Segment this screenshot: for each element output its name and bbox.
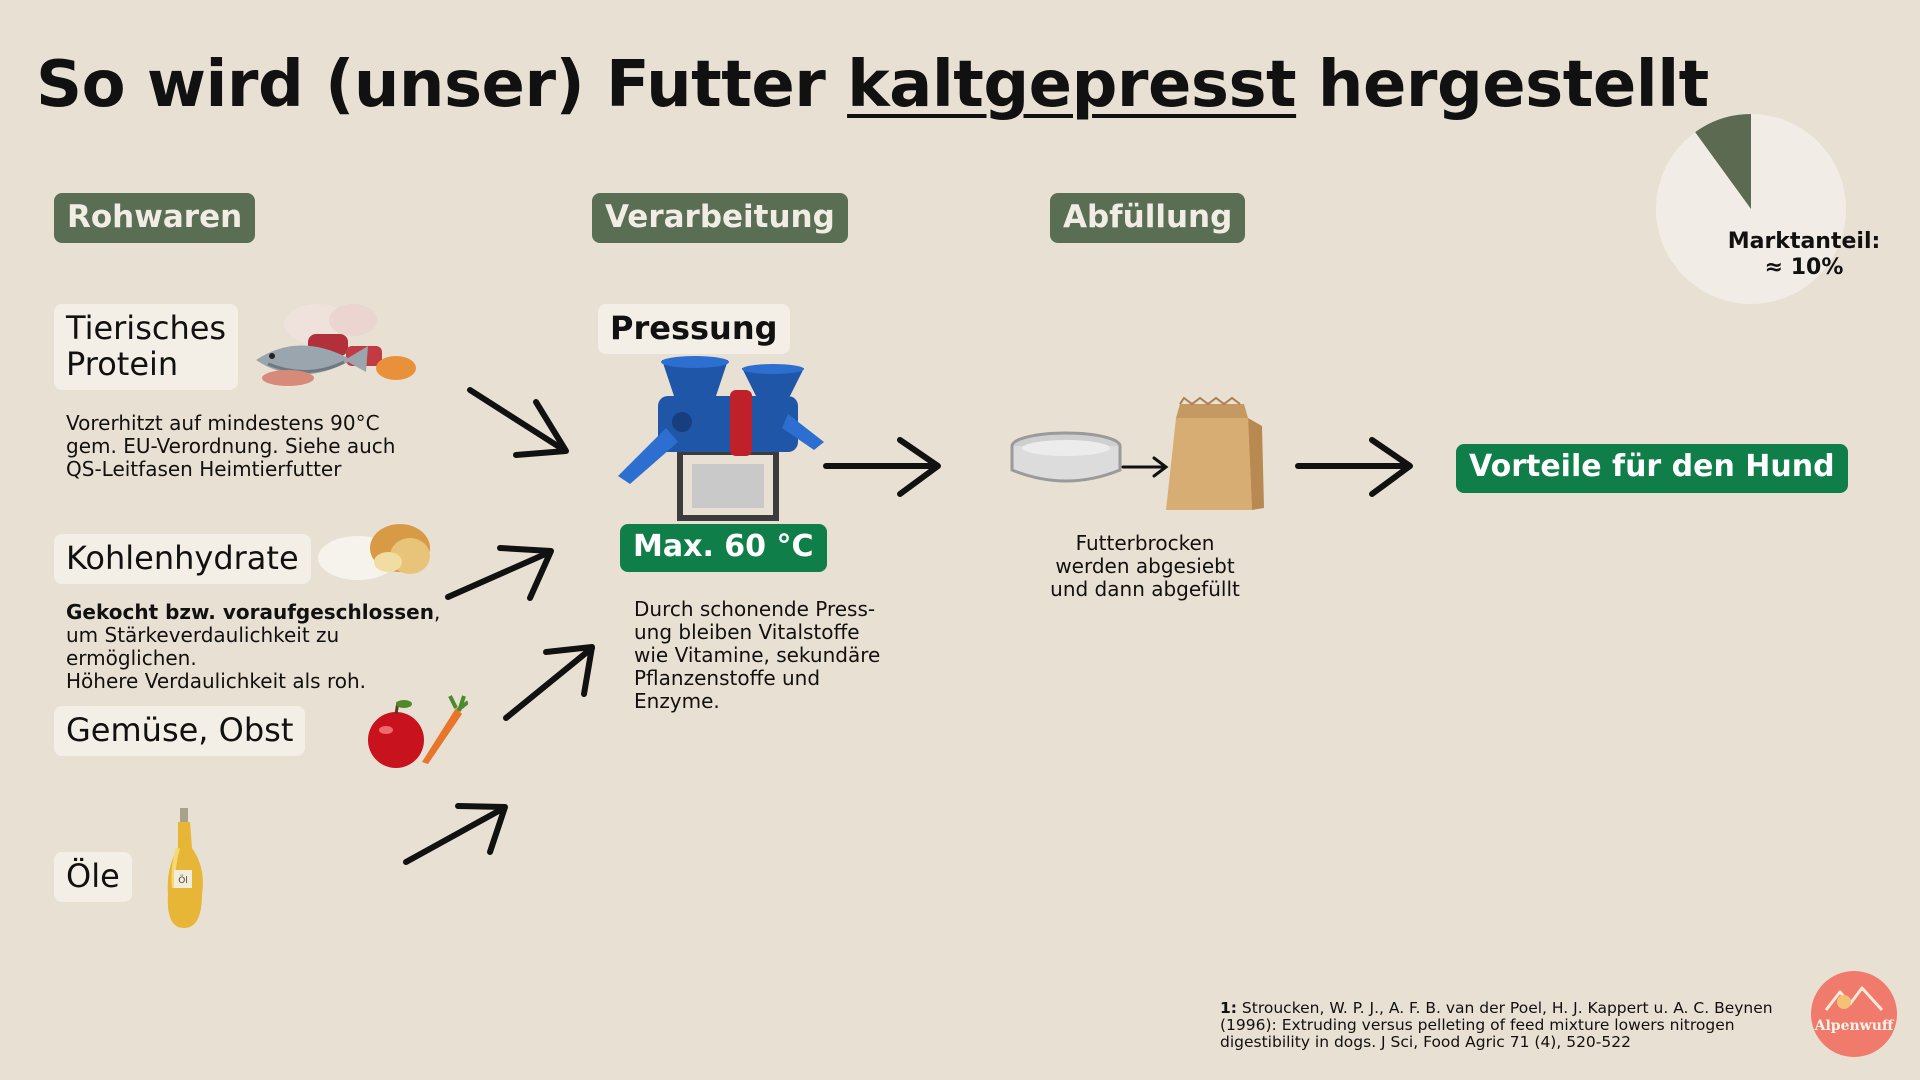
- label-gemuese-obst: Gemüse, Obst: [54, 706, 306, 756]
- header-rohwaren: Rohwaren: [54, 193, 256, 243]
- desc-pressung: Durch schonende Press- ung bleiben Vital…: [634, 597, 881, 713]
- arrow-protein-to-press: [467, 387, 569, 458]
- desc-kohlenhydrate: Gekocht bzw. voraufgeschlossen, um Stärk…: [66, 600, 441, 693]
- pie-slice-market-share: [1695, 114, 1751, 209]
- alpenwuff-logo: Alpenwuff: [1811, 971, 1897, 1057]
- arrow-carbs-to-press: [445, 545, 554, 601]
- sieve-icon: [1010, 431, 1122, 483]
- label-oele: Öle: [54, 852, 132, 902]
- benefits-button[interactable]: Vorteile für den Hund: [1456, 444, 1848, 493]
- header-abfuellung: Abfüllung: [1050, 193, 1246, 243]
- label-tierisches-protein: Tierisches Protein: [54, 304, 239, 390]
- market-share-value: ≈ 10%: [1764, 255, 1844, 280]
- small-arrow-sieve-to-bag: [1121, 456, 1169, 478]
- arrow-filling-to-benefits: [1295, 437, 1413, 497]
- apple-carrot-icon: [368, 695, 468, 768]
- meat-fish-icon: [256, 304, 416, 386]
- market-share-pie: [1656, 114, 1846, 304]
- arrow-press-to-filling: [823, 437, 941, 497]
- market-share-label: Marktanteil: ≈ 10%: [1724, 229, 1884, 281]
- desc-tierisches-protein: Vorerhitzt auf mindestens 90°C gem. EU-V…: [66, 411, 396, 481]
- potato-flour-icon: [318, 524, 430, 580]
- paper-bag-icon: [1166, 396, 1264, 510]
- svg-text:Öl: Öl: [178, 875, 188, 886]
- oil-bottle-icon: Öl: [167, 808, 203, 928]
- footnote: 1: Stroucken, W. P. J., A. F. B. van der…: [1220, 999, 1773, 1051]
- desc-abfuellung: Futterbrocken werden abgesiebt und dann …: [1050, 531, 1240, 601]
- arrow-oils-to-press: [403, 803, 508, 865]
- max-temperature-badge: Max. 60 °C: [620, 524, 827, 572]
- label-pressung: Pressung: [598, 304, 790, 354]
- label-kohlenhydrate: Kohlenhydrate: [54, 534, 311, 584]
- arrow-vegetables-to-press: [503, 644, 595, 721]
- page-title: So wird (unser) Futter kaltgepresst herg…: [36, 48, 1709, 122]
- desc-kohlenhydrate-bold: Gekocht bzw. voraufgeschlossen: [66, 600, 434, 624]
- header-verarbeitung: Verarbeitung: [592, 193, 848, 243]
- svg-text:Alpenwuff: Alpenwuff: [1814, 1018, 1895, 1034]
- pellet-press-machine-icon: [618, 356, 824, 521]
